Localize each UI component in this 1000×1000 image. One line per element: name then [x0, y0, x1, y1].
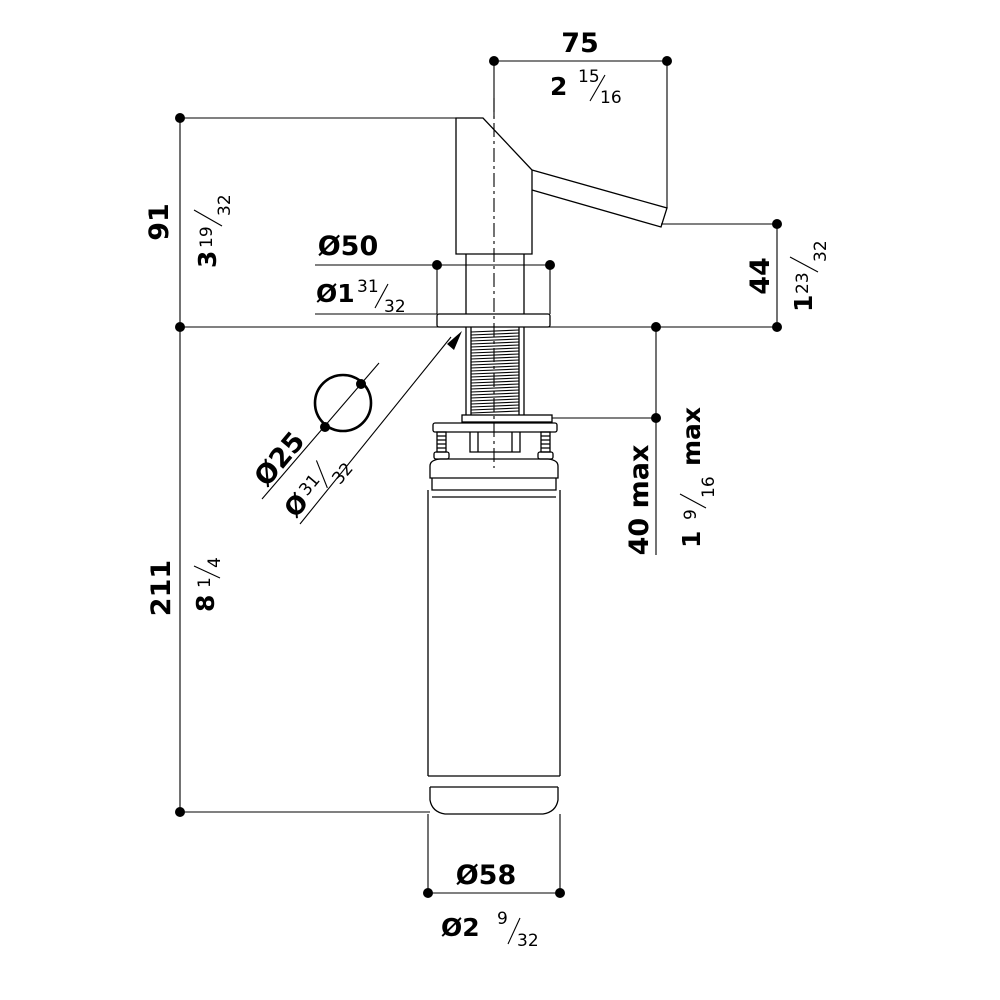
thread-line [470, 404, 520, 408]
thread-line [470, 368, 520, 372]
spout-reach-label: 75 2 15 16 [550, 28, 622, 108]
thread-line [470, 407, 520, 411]
thread-line [470, 329, 520, 333]
spout [531, 169, 668, 228]
threaded-shank [465, 327, 525, 415]
head-height-in-whole: 3 [193, 251, 222, 268]
thread-line [470, 344, 520, 348]
bottle-length-in-num: 1 [195, 577, 215, 588]
spout-clearance-label: 44 [745, 257, 776, 295]
head-height-mm: 91 [144, 203, 175, 241]
flange-diameter-in-num: 31 [357, 277, 379, 297]
spout-clearance-mm: 44 [745, 257, 776, 295]
thread-line [470, 350, 520, 354]
thread-line [470, 383, 520, 387]
bottle-diameter-in-num: 9 [497, 909, 508, 929]
counter-thickness-in: 1 9 16 max [677, 407, 719, 548]
spout-reach-in-num: 15 [578, 67, 600, 87]
spout-reach-in-whole: 2 [550, 72, 567, 101]
head-height-in-den: 32 [215, 194, 235, 216]
pump-head [455, 117, 533, 255]
mounting-hole-symbol [261, 331, 462, 525]
spout-reach-in-den: 16 [600, 88, 622, 108]
thread-line [470, 410, 520, 414]
counter-thickness-in-suffix: max [677, 407, 706, 466]
thread-line [470, 365, 520, 369]
bottle-length-mm: 211 [146, 560, 177, 616]
thread-line [470, 362, 520, 366]
thread-line [470, 374, 520, 378]
dimension-lines [175, 56, 782, 898]
counter-thickness-in-num: 9 [681, 509, 701, 520]
thread-line [470, 332, 520, 336]
counter-thickness-mm: 40 max [624, 445, 655, 556]
spout-reach-mm: 75 [561, 28, 599, 59]
head-height-label: 91 [144, 203, 175, 241]
spout-clearance-in-whole: 1 [789, 295, 818, 312]
bottle [427, 458, 561, 815]
thread-line [470, 359, 520, 363]
spout-clearance-in-den: 32 [811, 240, 831, 262]
thread-line [470, 389, 520, 393]
bottle-diameter-in-den: 32 [517, 931, 539, 951]
thread-line [470, 347, 520, 351]
counter-thickness-in-den: 16 [699, 476, 719, 498]
thread-line [470, 341, 520, 345]
counter-thickness-in-whole: 1 [677, 531, 706, 548]
flange-diameter-label: Ø50 Ø1 31 32 [316, 231, 406, 317]
thread-line [470, 371, 520, 375]
thread-line [470, 398, 520, 402]
bottle-length-in-whole: 8 [191, 595, 220, 612]
arrowhead [447, 331, 462, 350]
thread-line [470, 353, 520, 357]
bottle-length-in-den: 4 [205, 557, 225, 568]
flange-diameter-mm: Ø50 [318, 231, 379, 262]
bottle-diameter-label: Ø58 Ø2 9 32 [441, 860, 539, 951]
spout-clearance-in-num: 23 [793, 272, 813, 294]
neck [465, 254, 525, 314]
thread-line [470, 401, 520, 405]
bottle-diameter-mm: Ø58 [456, 860, 517, 891]
head-height-in-num: 19 [197, 226, 217, 248]
spout-clearance-in: 1 23 32 [789, 240, 831, 312]
thread-line [470, 335, 520, 339]
flange-diameter-in-whole: Ø1 [316, 279, 355, 308]
thread-line [470, 338, 520, 342]
thread-line [470, 380, 520, 384]
flange-diameter-in-den: 32 [384, 297, 406, 317]
bottle-diameter-in-whole: Ø2 [441, 913, 480, 942]
thread-line [470, 392, 520, 396]
mounting-nut [432, 414, 558, 460]
bottle-length-in: 8 1 4 [191, 557, 225, 612]
thread-line [470, 395, 520, 399]
head-height-in: 3 19 32 [193, 194, 235, 268]
bottle-length-label: 211 [146, 560, 177, 616]
counter-thickness-label: 40 max [624, 445, 655, 556]
thread-line [470, 377, 520, 381]
thread-line [470, 386, 520, 390]
thread-line [470, 356, 520, 360]
